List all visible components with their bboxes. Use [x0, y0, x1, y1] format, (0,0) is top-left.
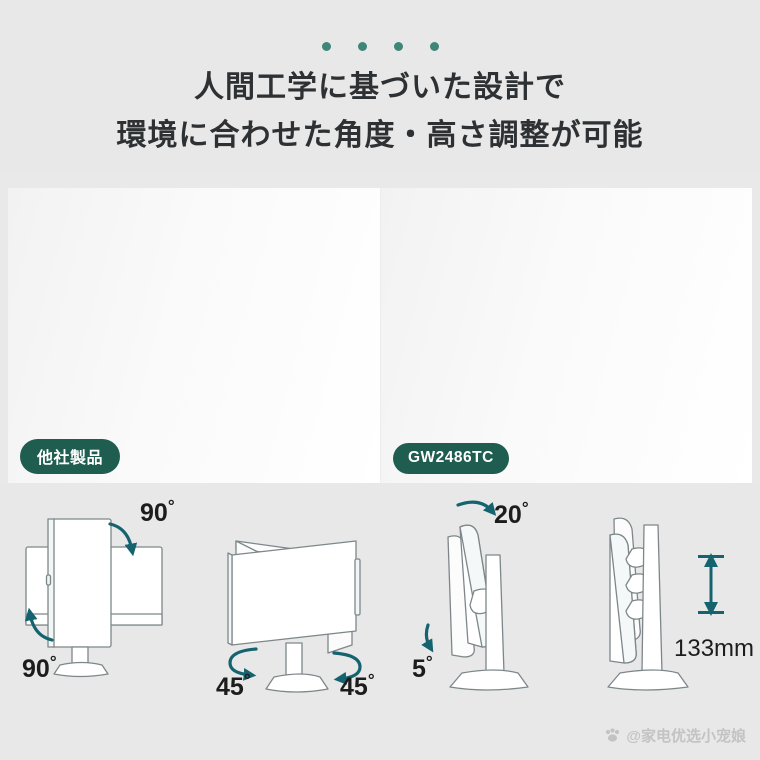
swivel-angle-left-label: 45°: [216, 670, 251, 701]
scene-background: [381, 188, 752, 483]
height-measure-arrow: [698, 553, 724, 616]
tilt-illustration: [421, 500, 529, 691]
diagram-height: 133mm: [580, 483, 760, 733]
page-title-line-1: 人間工学に基づいた設計で: [194, 71, 566, 104]
scene-gw2486tc: GW2486TC: [380, 188, 752, 483]
watermark: @家电优选小宠娘: [604, 725, 746, 746]
dot-icon: [321, 42, 331, 51]
diagram-pivot: 90° 90°: [4, 483, 200, 733]
diagram-swivel: 45° 45°: [200, 483, 396, 733]
scene-background: [8, 188, 380, 483]
paw-logo-icon: [604, 727, 621, 744]
badge-other-product: 他社製品: [20, 439, 121, 474]
dot-icon: [429, 42, 439, 51]
pivot-angle-top-label: 90°: [140, 496, 175, 527]
pivot-illustration: [24, 518, 163, 678]
adjustment-diagrams-section: 90° 90°: [0, 483, 760, 760]
badge-model-name: GW2486TC: [393, 443, 509, 474]
comparison-panel: 他社製品: [8, 188, 752, 483]
height-value-label: 133mm: [674, 635, 755, 662]
height-illustration: [607, 517, 724, 691]
dot-icon: [357, 42, 367, 51]
tilt-angle-top-label: 20°: [494, 498, 529, 529]
swivel-illustration: [227, 540, 362, 693]
header-section: 人間工学に基づいた設計で 環境に合わせた角度・高さ調整が可能: [0, 0, 760, 172]
watermark-text: @家电优选小宠娘: [626, 728, 746, 745]
tilt-angle-bottom-label: 5°: [412, 652, 433, 683]
swivel-angle-right-label: 45°: [340, 670, 375, 701]
dot-icon: [393, 42, 403, 51]
scene-other-product: 他社製品: [8, 188, 380, 483]
page-title-line-2: 環境に合わせた角度・高さ調整が可能: [116, 119, 644, 152]
diagram-tilt: 20° 5°: [400, 483, 580, 733]
decorative-dots: [0, 42, 760, 51]
pivot-angle-bottom-label: 90°: [22, 652, 57, 683]
